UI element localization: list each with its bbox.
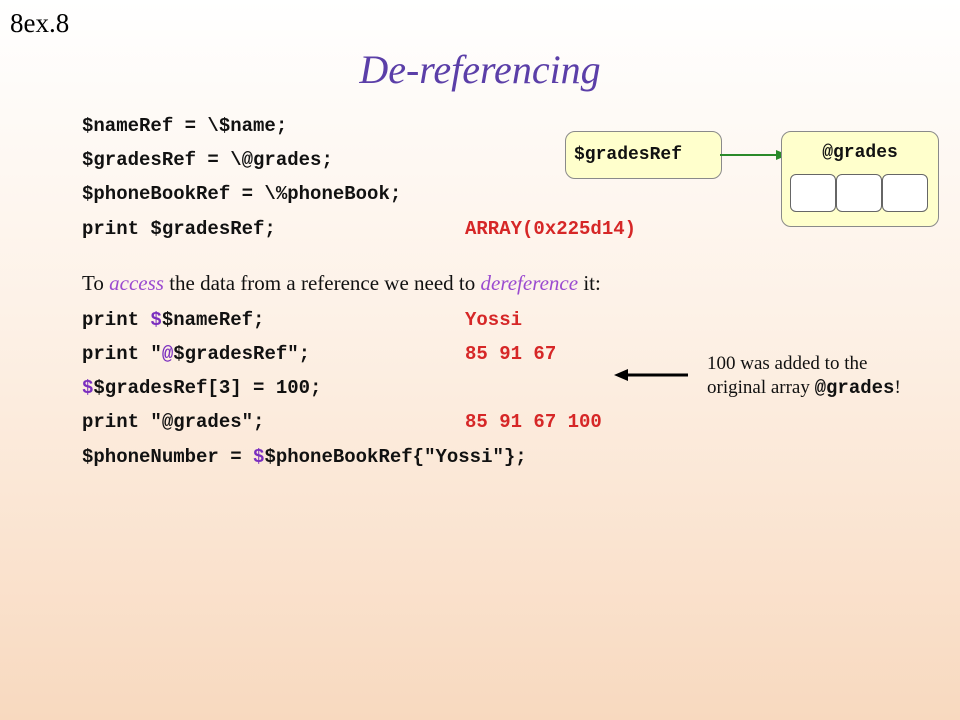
gradesref-label: $gradesRef [574,145,683,165]
explanation-text: To access the data from a reference we n… [82,271,601,296]
code-line-phone-number: $phoneNumber = $$phoneBookRef{"Yossi"}; [82,446,527,468]
code-line-phonebookref: $phoneBookRef = \%phoneBook; [82,183,402,205]
explanation-access: access [109,271,164,295]
code-l5-a: $phoneNumber = [82,446,254,468]
explanation-part1: To [82,271,110,295]
code-l1-sigil: $ [150,309,162,331]
slide-title: De-referencing [359,47,601,92]
grades-array-box: @grades [781,131,939,227]
gradesref-box: $gradesRef [565,131,722,179]
array-cell-2 [882,174,928,212]
note-line1: 100 was added to the [707,353,868,374]
code-line-gradesref: $gradesRef = \@grades; [82,149,333,171]
code-l5-c: $phoneBookRef{"Yossi"}; [264,446,527,468]
grades-array-label: @grades [822,143,898,163]
slide-number: 8ex.8 [10,8,70,38]
code-line-print-grades: print "@grades"; [82,411,265,433]
note-arrow-head [614,369,628,381]
code-l5-sigil: $ [253,446,265,468]
note-line2: original array @grades! [707,376,901,400]
explanation-part2: the data from a reference we need to [163,271,481,295]
code-l3-b: $gradesRef[3] = 100; [93,377,322,399]
code-l3-sigil: $ [82,377,94,399]
code-l2-a: print " [82,343,162,365]
note-grades-code: @grades [814,377,895,399]
code-l1-a: print [82,309,151,331]
output-yossi: Yossi [465,309,523,331]
note-arrow [614,369,688,381]
note-line2-text: original array [707,377,815,398]
code-l2-c: $gradesRef"; [173,343,311,365]
array-cell-0 [790,174,836,212]
reference-arrow [720,150,788,160]
output-grades: 85 91 67 [465,343,557,365]
code-l1-c: $nameRef; [161,309,265,331]
explanation-part3: it: [578,271,601,295]
array-cell-1 [836,174,882,212]
explanation-dereference: dereference [480,271,579,295]
code-line-print-grades-deref: print "@$gradesRef"; [82,343,310,365]
output-array-address: ARRAY(0x225d14) [465,218,637,240]
code-line-nameref: $nameRef = \$name; [82,115,288,137]
code-line-print-gradesref: print $gradesRef; [82,218,276,240]
code-line-print-name: print $$nameRef; [82,309,264,331]
code-line-assign-grade: $$gradesRef[3] = 100; [82,377,321,399]
output-grades-updated: 85 91 67 100 [465,411,602,433]
note-suffix: ! [894,377,901,398]
code-l2-sigil: @ [161,343,174,365]
